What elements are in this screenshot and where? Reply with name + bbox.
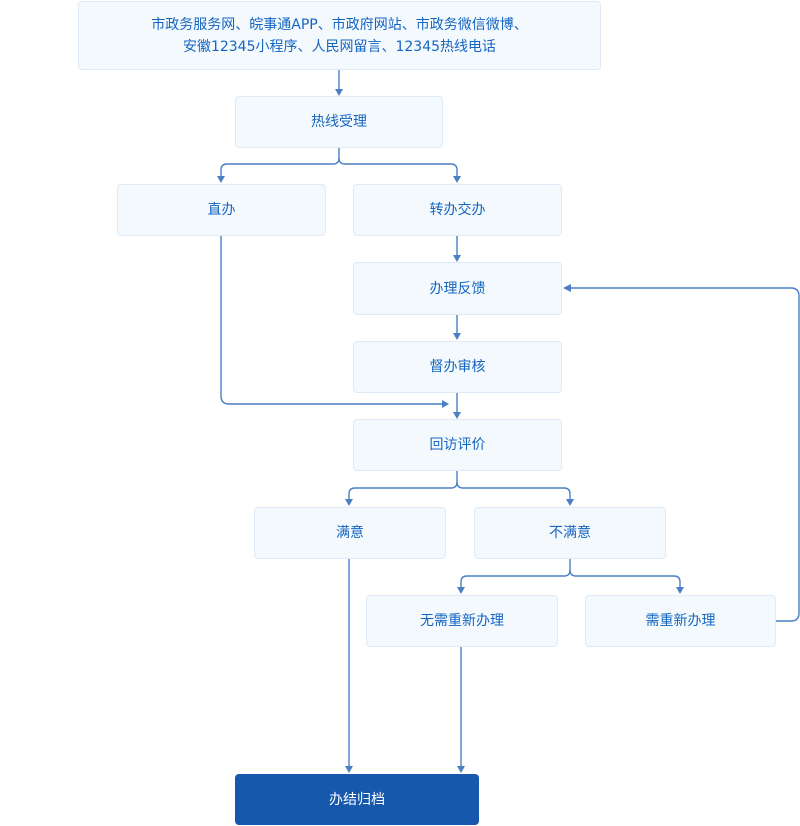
node-satisfied: 满意: [254, 507, 446, 559]
arrowhead: [345, 766, 353, 773]
arrowhead: [335, 89, 343, 96]
arrowhead: [457, 587, 465, 594]
arrowhead: [563, 284, 571, 292]
arrowhead: [676, 587, 684, 594]
arrowhead: [566, 499, 574, 506]
arrowhead: [453, 176, 461, 183]
edge-hotline-to-transfer: [338, 157, 458, 177]
edge-return-to-unsatisfied: [456, 481, 571, 500]
node-direct-handle: 直办: [117, 184, 326, 236]
node-no-rehandle: 无需重新办理: [366, 595, 558, 647]
node-sources-line1: 市政务服务网、皖事通APP、市政府网站、市政务微信微博、: [151, 16, 528, 33]
arrowhead: [442, 400, 449, 408]
node-handle-feedback: 办理反馈: [353, 262, 562, 315]
arrowhead: [217, 176, 225, 183]
node-hotline-accept: 热线受理: [235, 96, 443, 148]
node-unsatisfied: 不满意: [474, 507, 666, 559]
arrowhead: [453, 255, 461, 262]
arrowhead: [453, 333, 461, 340]
edge-direct-to-return: [220, 236, 443, 405]
node-transfer-handle: 转办交办: [353, 184, 562, 236]
node-sources: 市政务服务网、皖事通APP、市政府网站、市政务微信微博、 安徽12345小程序、…: [78, 1, 601, 70]
edge-return-to-satisfied: [348, 471, 458, 500]
node-supervise-review: 督办审核: [353, 341, 562, 393]
edge-hotline-to-direct: [220, 148, 340, 177]
edge-unsatisfied-to-no-rehandle: [460, 559, 571, 588]
arrowhead: [453, 412, 461, 419]
node-need-rehandle: 需重新办理: [585, 595, 776, 647]
arrowhead: [345, 499, 353, 506]
node-return-visit: 回访评价: [353, 419, 562, 471]
node-close-case: 办结归档: [235, 774, 479, 825]
node-sources-line2: 安徽12345小程序、人民网留言、12345热线电话: [182, 38, 497, 55]
arrowhead: [457, 766, 465, 773]
edge-need-rehandle-to-feedback: [570, 287, 800, 622]
edge-unsatisfied-to-need-rehandle: [569, 569, 681, 588]
